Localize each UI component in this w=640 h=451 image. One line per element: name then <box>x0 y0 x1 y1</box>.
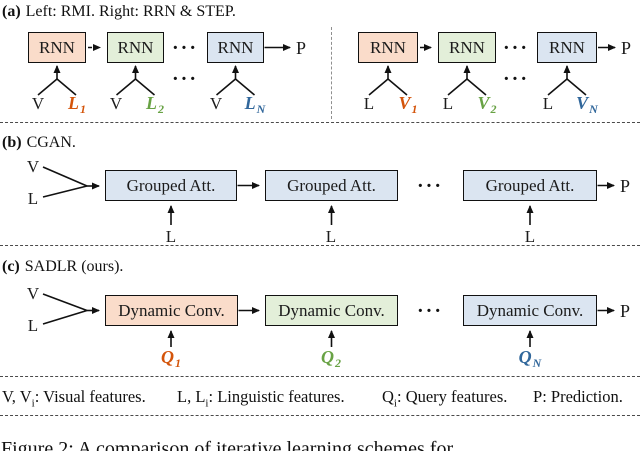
section-c-heading: (c)SADLR (ours). <box>2 257 123 277</box>
section-b-wires <box>42 166 615 225</box>
rnn-box-left-3: RNN <box>207 32 264 63</box>
section-divider <box>0 245 640 246</box>
input-label-v: V <box>26 157 40 176</box>
legend-query: Qi: Query features. <box>382 387 507 410</box>
label-base: V <box>576 93 589 113</box>
figure-caption: Figure 2: A comparison of iterative lear… <box>1 438 454 451</box>
label-subscript: N <box>532 356 542 370</box>
dynamic-conv-box-1: Dynamic Conv. <box>105 295 238 326</box>
section-b-title: CGAN. <box>26 134 76 151</box>
dynamic-conv-box-2: Dynamic Conv. <box>265 295 398 326</box>
label-base: V <box>398 93 411 113</box>
rnn-box-right-3: RNN <box>537 32 597 63</box>
label-base: L <box>68 93 79 113</box>
label-base: Q <box>518 347 532 367</box>
rnn-box-right-1: RNN <box>358 32 418 63</box>
output-label-a-left: P <box>296 38 307 58</box>
legend-linguistic: L, Li: Linguistic features. <box>177 387 345 410</box>
output-label-b: P <box>620 176 631 196</box>
input-label-v: V <box>31 94 45 113</box>
query-label-q1: Q1 <box>161 348 181 369</box>
grouped-att-box-1: Grouped Att. <box>105 170 237 201</box>
section-c-title: SADLR (ours). <box>24 258 124 275</box>
ellipsis: ··· <box>171 68 199 90</box>
section-divider <box>0 376 640 377</box>
input-label-l: L <box>542 94 554 113</box>
output-label-a-right: P <box>621 38 632 58</box>
input-label-l: L <box>27 189 39 208</box>
legend-symbol: P <box>533 387 543 406</box>
input-label-vn: VN <box>576 94 598 115</box>
label-subscript: 2 <box>158 102 164 116</box>
label-base: L <box>146 93 157 113</box>
input-label-ln: LN <box>245 94 266 115</box>
ellipsis: ··· <box>416 300 444 322</box>
legend-visual: V, Vi: Visual features. <box>2 387 146 410</box>
input-label-l1: L1 <box>68 94 86 115</box>
section-a-wires <box>37 44 616 96</box>
label-base: Q <box>321 347 334 367</box>
label-subscript: N <box>256 102 266 116</box>
section-a-heading: (a)Left: RMI. Right: RRN & STEP. <box>2 2 236 22</box>
input-label-v: V <box>109 94 123 113</box>
label-subscript: 1 <box>175 356 181 370</box>
section-b-heading: (b)CGAN. <box>2 133 76 153</box>
section-divider <box>0 122 640 123</box>
section-divider <box>0 415 640 416</box>
input-label-l: L <box>363 94 375 113</box>
label-subscript: 2 <box>335 356 341 370</box>
section-c-wires <box>42 293 615 347</box>
legend-subscript: i <box>31 397 35 410</box>
query-label-q2: Q2 <box>321 348 341 369</box>
legend-symbol: L, L <box>177 387 206 406</box>
section-a-vertical-divider <box>331 27 332 119</box>
legend-description: : Prediction. <box>542 387 623 406</box>
rnn-box-right-2: RNN <box>438 32 496 63</box>
rnn-box-left-1: RNN <box>28 32 86 63</box>
legend-description: : Visual features. <box>34 387 146 406</box>
rnn-box-left-2: RNN <box>107 32 164 63</box>
legend-prediction: P: Prediction. <box>533 387 623 410</box>
legend-description: : Query features. <box>396 387 508 406</box>
input-label-v1: V1 <box>398 94 417 115</box>
ellipsis: ··· <box>416 175 444 197</box>
label-base: L <box>244 93 256 113</box>
label-subscript: 1 <box>80 102 86 116</box>
bottom-input-l2: L <box>325 227 337 246</box>
input-label-v: V <box>26 284 40 303</box>
section-a-title: Left: RMI. Right: RRN & STEP. <box>25 3 236 20</box>
ellipsis: ··· <box>502 68 530 90</box>
legend-subscript: i <box>393 397 397 410</box>
label-subscript: 2 <box>490 102 497 116</box>
label-base: V <box>477 93 490 113</box>
ellipsis: ··· <box>502 37 530 59</box>
input-label-l: L <box>442 94 454 113</box>
section-a-tag: (a) <box>2 3 21 20</box>
ellipsis: ··· <box>171 37 199 59</box>
section-c-tag: (c) <box>2 258 20 275</box>
bottom-input-l3: L <box>524 227 536 246</box>
section-b-tag: (b) <box>2 134 22 151</box>
label-subscript: N <box>589 102 598 116</box>
input-label-l2: L2 <box>146 94 164 115</box>
legend-description: : Linguistic features. <box>208 387 345 406</box>
label-base: Q <box>161 347 174 367</box>
legend-symbol: V, V <box>2 387 32 406</box>
query-label-qn: QN <box>519 348 542 369</box>
output-label-c: P <box>620 301 631 321</box>
bottom-input-l1: L <box>165 227 177 246</box>
label-subscript: 1 <box>411 102 418 116</box>
grouped-att-box-3: Grouped Att. <box>463 170 597 201</box>
input-label-v2: V2 <box>477 94 496 115</box>
grouped-att-box-2: Grouped Att. <box>265 170 398 201</box>
input-label-v: V <box>209 94 223 113</box>
legend-subscript: i <box>205 397 209 410</box>
legend-symbol: Q <box>382 387 394 406</box>
input-label-l: L <box>27 316 39 335</box>
dynamic-conv-box-3: Dynamic Conv. <box>463 295 597 326</box>
